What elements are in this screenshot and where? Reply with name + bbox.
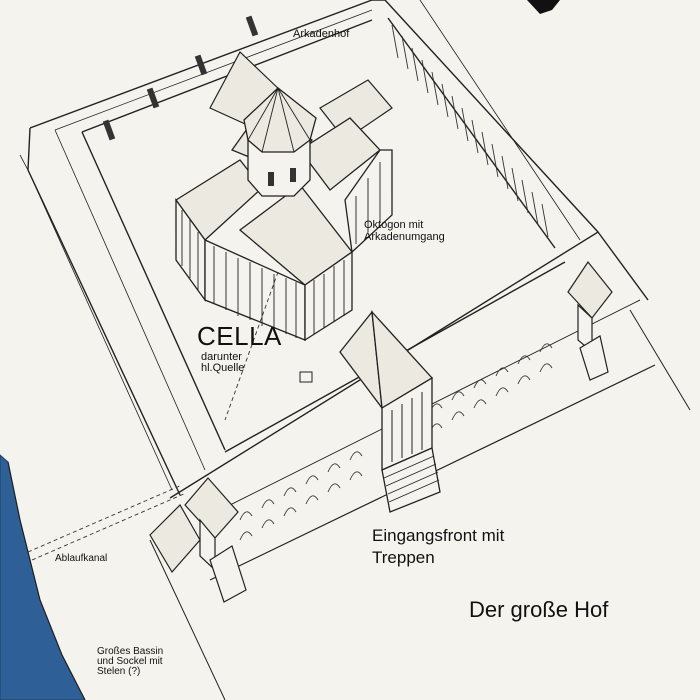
label-cella: CELLA <box>197 321 282 351</box>
bassin-edge <box>7 461 86 700</box>
label-cella-sub-line-2: hl.Quelle <box>201 362 245 374</box>
label-arkadenhof: Arkadenhof <box>293 28 350 40</box>
label-bassin-line-1: Großes Bassin <box>97 646 164 657</box>
label-oktogon-line-1: Oktogon mit <box>364 219 424 231</box>
label-bassin: Großes Bassin und Sockel mit Stelen (?) <box>97 647 163 677</box>
w-wall-base <box>19 154 173 491</box>
right-pavilion-roof <box>567 260 613 319</box>
octagon-roof-ribs <box>247 87 311 153</box>
label-eingangsfront-line-1: Eingangsfront mit <box>372 526 505 545</box>
label-eingangsfront: Eingangsfront mit Treppen <box>372 525 504 569</box>
spring-marker <box>299 371 313 383</box>
gate-stair-steps <box>383 455 440 503</box>
left-annex <box>149 504 201 574</box>
w-wall-mid <box>54 129 206 471</box>
left-stair <box>209 545 247 603</box>
label-bassin-line-2: und Sockel mit <box>97 656 163 667</box>
corner-mark <box>527 0 560 14</box>
label-cella-sub-line-1: darunter <box>201 351 242 363</box>
octagon-windows <box>268 168 296 186</box>
gate-stairs <box>381 447 441 513</box>
label-grosse-hof: Der große Hof <box>469 597 609 622</box>
label-oktogon-line-2: Arkadenumgang <box>364 231 445 243</box>
nw-wall-windows <box>102 15 259 141</box>
label-oktogon: Oktogon mit Arkadenumgang <box>364 219 445 243</box>
right-edge <box>629 309 691 411</box>
entrance-gate <box>339 310 441 513</box>
s-wall-arcade <box>239 343 553 541</box>
nw-wall-ridge <box>54 9 373 131</box>
bassin-water <box>0 454 86 700</box>
front-pavilions <box>149 260 613 603</box>
label-bassin-line-3: Stelen (?) <box>97 666 141 677</box>
gate-columns <box>391 392 423 462</box>
s-wall-outer <box>169 231 649 499</box>
e-wall-ridge <box>419 0 581 241</box>
leader-lines <box>27 271 279 561</box>
cella-temple <box>175 87 393 342</box>
cella-se-wall <box>304 250 353 342</box>
w-wall-outer <box>27 127 181 496</box>
right-stair <box>579 335 609 381</box>
cella-columns <box>181 162 381 338</box>
e-wall-outer <box>372 0 599 233</box>
e-wall-arcade <box>391 24 549 238</box>
cella-leader <box>224 271 279 421</box>
octagon-roof <box>243 87 317 153</box>
w-wall-inner <box>81 131 226 451</box>
label-eingangsfront-line-2: Treppen <box>372 548 435 567</box>
label-cella-sub: darunter hl.Quelle <box>201 352 244 374</box>
label-ablaufkanal: Ablaufkanal <box>55 553 108 564</box>
diagonal-ground-line <box>149 539 226 700</box>
